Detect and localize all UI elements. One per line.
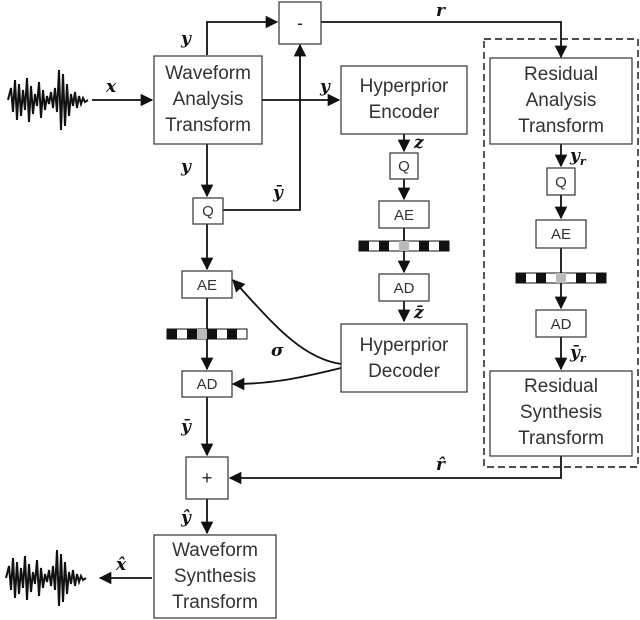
symbol-sigma: σ (271, 341, 284, 361)
bitstream-hyper (358, 240, 450, 252)
symbol-y-hat: ŷ (180, 508, 192, 528)
symbol-x: x (105, 77, 117, 97)
symbol-y-bar-q: ȳ (272, 183, 284, 203)
residual-synthesis-transform: Residual Synthesis Transform (489, 370, 633, 457)
waveform-synthesis-transform: Waveform Synthesis Transform (153, 534, 277, 619)
symbol-r-hat: r̂ (436, 455, 446, 475)
wat-line-3: Transform (165, 115, 251, 136)
quantizer-main: Q (192, 197, 224, 225)
hd-line-1: Hyperprior (360, 335, 449, 356)
symbol-z: z (413, 133, 424, 153)
add-operator: + (185, 456, 229, 500)
output-waveform-icon (5, 549, 87, 607)
rat-line-1: Residual (524, 64, 598, 85)
symbol-y-top: y (180, 29, 192, 49)
input-waveform-icon (7, 69, 89, 131)
arith-encoder-residual: AE (535, 219, 587, 249)
ad-hyper-label: AD (394, 280, 415, 297)
plus-label: + (202, 468, 213, 488)
residual-analysis-transform: Residual Analysis Transform (489, 57, 633, 145)
wst-line-2: Synthesis (174, 566, 256, 587)
rst-line-3: Transform (518, 428, 604, 449)
quantizer-residual: Q (546, 167, 576, 196)
q-main-label: Q (202, 203, 214, 220)
he-line-2: Encoder (369, 102, 440, 123)
bitstream-main (166, 328, 248, 340)
rst-line-2: Synthesis (520, 402, 602, 423)
arith-encoder-hyper: AE (378, 200, 430, 229)
symbol-z-bar: z̄ (413, 303, 424, 323)
connections (92, 15, 568, 585)
symbol-x-hat: x̂ (115, 555, 127, 575)
symbol-y-down: y (180, 157, 192, 177)
hd-line-2: Decoder (368, 361, 440, 382)
symbol-y-r: yr (569, 146, 587, 168)
bitstream-residual (515, 272, 607, 284)
wst-line-3: Transform (172, 592, 258, 613)
ae-residual-label: AE (551, 226, 571, 243)
wst-line-1: Waveform (172, 540, 258, 561)
arith-decoder-hyper: AD (378, 273, 430, 302)
ad-main-label: AD (197, 376, 218, 393)
rat-line-2: Analysis (526, 90, 597, 111)
wat-line-2: Analysis (173, 89, 244, 110)
arith-encoder-main: AE (181, 270, 233, 299)
rst-line-1: Residual (524, 376, 598, 397)
quantizer-hyper: Q (389, 152, 419, 180)
he-line-1: Hyperprior (360, 76, 449, 97)
symbol-y-encoder: y (319, 77, 331, 97)
ae-hyper-label: AE (394, 207, 414, 224)
wat-line-1: Waveform (165, 63, 251, 84)
ad-residual-label: AD (551, 316, 572, 333)
hyperprior-decoder: Hyperprior Decoder (340, 323, 468, 393)
q-hyper-label: Q (398, 158, 410, 175)
arith-decoder-residual: AD (535, 309, 587, 338)
symbol-y-bar-ad: ȳ (180, 417, 192, 437)
waveform-analysis-transform: Waveform Analysis Transform (153, 55, 263, 145)
symbol-y-r-bar: ȳr (569, 343, 587, 365)
q-residual-label: Q (555, 174, 567, 191)
residual-region (483, 38, 639, 468)
rat-line-3: Transform (518, 116, 604, 137)
symbol-r: r (436, 1, 446, 21)
hyperprior-encoder: Hyperprior Encoder (340, 65, 468, 135)
arith-decoder-main: AD (181, 370, 233, 398)
minus-label: - (297, 13, 303, 33)
ae-main-label: AE (197, 277, 217, 294)
subtract-operator: - (278, 1, 322, 45)
